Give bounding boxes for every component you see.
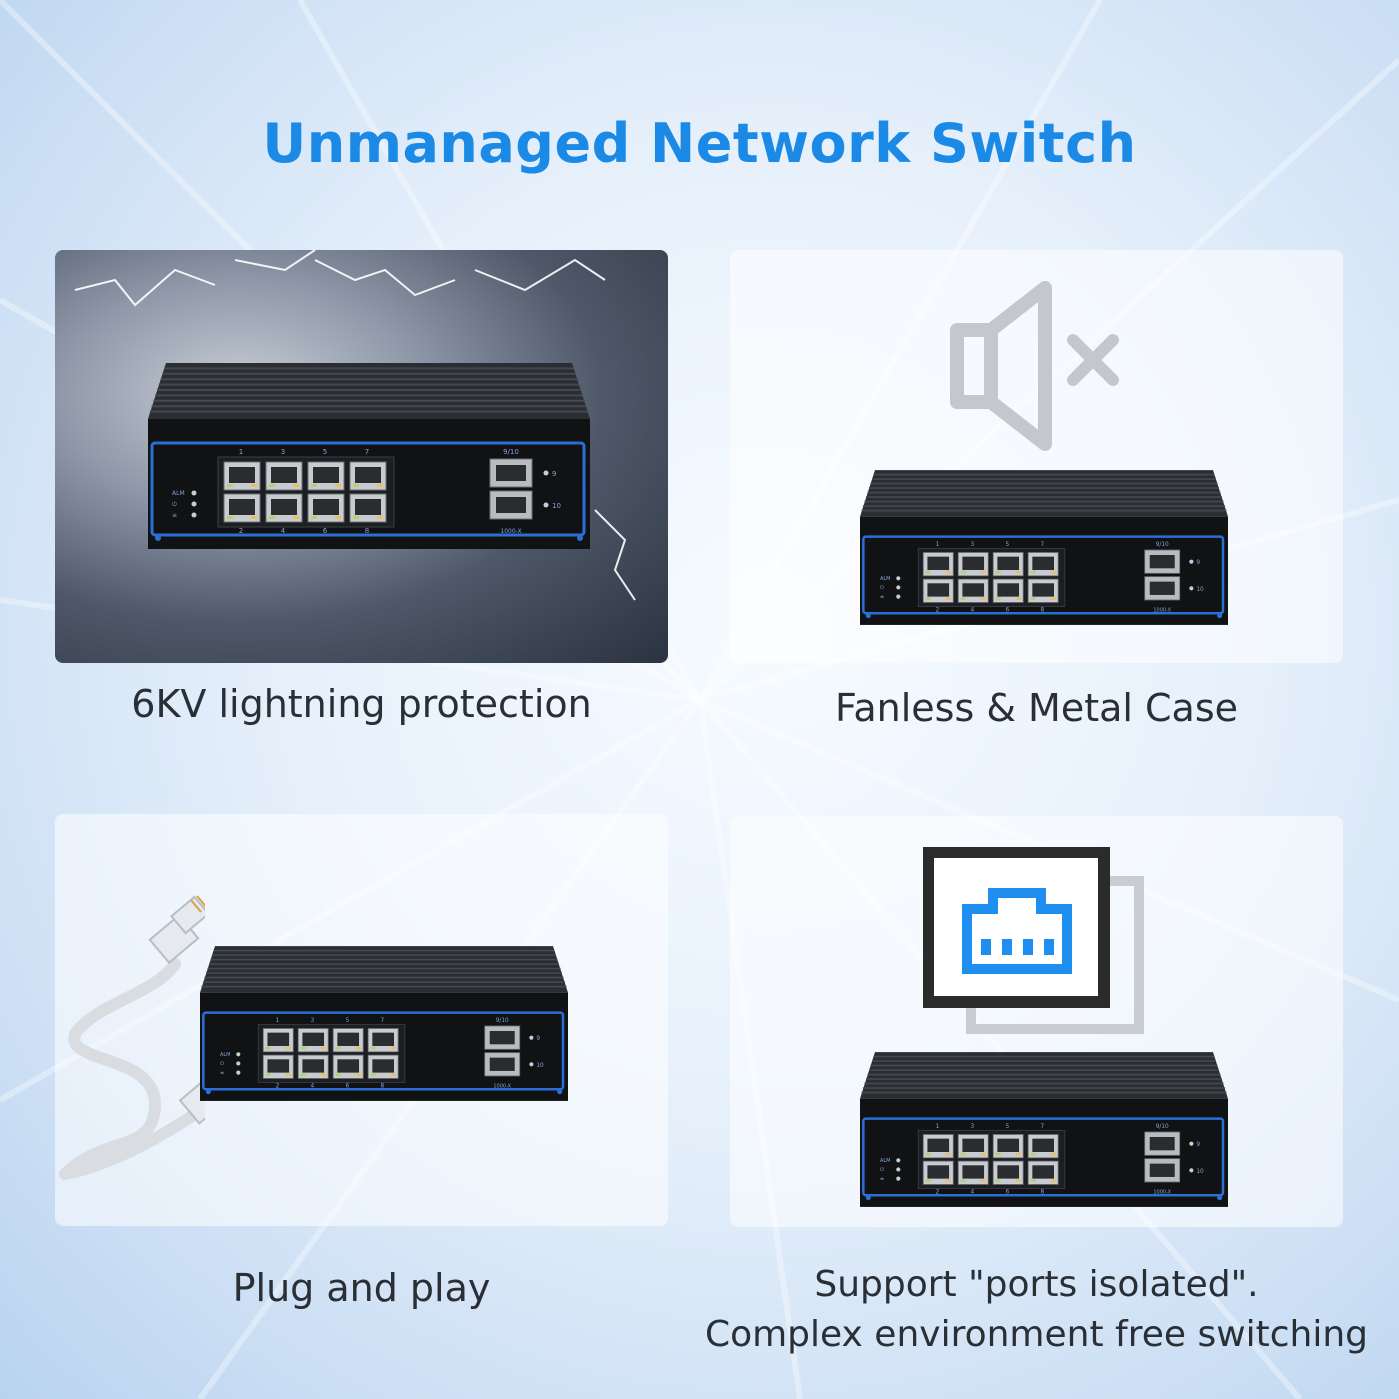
- feature-card-lightning: ALM ⏻ ≡ 1 2 3 4 5 6 7 8 9/10 9 10 1000-X: [55, 250, 668, 663]
- port-number-label: 1: [936, 542, 940, 548]
- feature-caption-plug-and-play: Plug and play: [232, 1266, 491, 1310]
- led-label: ALM: [172, 490, 185, 497]
- sfp-sub-label: 1000-X: [1153, 608, 1171, 614]
- port-number-label: 4: [971, 1190, 975, 1196]
- switch-image: ALM ⏻ ≡ 1 2 3 4 5 6 7 8 9/10 9 10 1000-X: [148, 363, 590, 549]
- sfp-port-number: 10: [1196, 587, 1204, 593]
- port-number-label: 5: [1006, 542, 1010, 548]
- port-number-label: 2: [936, 1190, 940, 1196]
- port-number-label: 1: [936, 1124, 940, 1130]
- led-label: ALM: [220, 1052, 231, 1058]
- port-number-label: 8: [1040, 608, 1044, 614]
- feature-caption-ports-isolated: Support "ports isolated". Complex enviro…: [690, 1260, 1383, 1360]
- led-label: ⏻: [880, 1167, 884, 1173]
- sfp-label: 9/10: [1156, 542, 1169, 548]
- led-label: ⏻: [220, 1061, 224, 1067]
- port-number-label: 6: [323, 527, 328, 535]
- port-number-label: 5: [346, 1018, 350, 1024]
- led-label: ≡: [880, 1176, 884, 1182]
- port-number-label: 4: [971, 608, 975, 614]
- feature-card-ports-isolated: ALM ⏻ ≡ 1 2 3 4 5 6 7 8 9/10 9 10 1000-X: [730, 816, 1343, 1227]
- port-number-label: 6: [346, 1084, 350, 1090]
- sfp-sub-label: 1000-X: [500, 528, 521, 535]
- port-number-label: 2: [936, 608, 940, 614]
- port-number-label: 7: [380, 1018, 384, 1024]
- port-number-label: 4: [281, 527, 286, 535]
- port-number-label: 2: [276, 1084, 280, 1090]
- feature-caption-lightning: 6KV lightning protection: [131, 682, 592, 726]
- port-number-label: 8: [1040, 1190, 1044, 1196]
- feature-caption-fanless: Fanless & Metal Case: [834, 686, 1239, 730]
- sfp-port-number: 10: [552, 502, 561, 510]
- sfp-port-number: 9: [552, 470, 556, 478]
- ethernet-cable-icon: [59, 895, 205, 1180]
- led-label: ≡: [172, 512, 177, 519]
- lightning-bolts-icon: [74, 250, 636, 601]
- sfp-port-number: 10: [1196, 1169, 1204, 1175]
- port-number-label: 4: [311, 1084, 315, 1090]
- page-title: Unmanaged Network Switch: [262, 112, 1137, 175]
- sfp-port-number: 9: [1196, 560, 1200, 566]
- led-label: ⏻: [172, 501, 177, 508]
- switch-image: ALM ⏻ ≡ 1 2 3 4 5 6 7 8 9/10 9 10 1000-X: [200, 946, 568, 1101]
- led-label: ALM: [880, 576, 891, 582]
- port-number-label: 3: [281, 448, 285, 456]
- mute-speaker-icon: [950, 281, 1119, 451]
- port-number-label: 1: [276, 1018, 280, 1024]
- port-number-label: 3: [971, 542, 975, 548]
- caption-line-1: Support "ports isolated".: [814, 1264, 1259, 1305]
- port-number-label: 6: [1006, 1190, 1010, 1196]
- sfp-label: 9/10: [503, 448, 519, 456]
- feature-card-fanless: ALM ⏻ ≡ 1 2 3 4 5 6 7 8 9/10 9 10 1000-X: [730, 250, 1343, 663]
- sfp-sub-label: 1000-X: [1153, 1190, 1171, 1196]
- port-number-label: 7: [1040, 542, 1044, 548]
- port-number-label: 5: [1006, 1124, 1010, 1130]
- port-number-label: 8: [365, 527, 369, 535]
- switch-image: ALM ⏻ ≡ 1 2 3 4 5 6 7 8 9/10 9 10 1000-X: [860, 470, 1228, 625]
- switch-image: ALM ⏻ ≡ 1 2 3 4 5 6 7 8 9/10 9 10 1000-X: [860, 1052, 1228, 1207]
- caption-line-2: Complex environment free switching: [704, 1314, 1369, 1355]
- led-label: ⏻: [880, 585, 884, 591]
- port-number-label: 5: [323, 448, 327, 456]
- port-number-label: 8: [380, 1084, 384, 1090]
- led-label: ≡: [880, 594, 884, 600]
- port-number-label: 3: [311, 1018, 315, 1024]
- led-label: ≡: [220, 1070, 224, 1076]
- feature-card-plug-and-play: ALM ⏻ ≡ 1 2 3 4 5 6 7 8 9/10 9 10 1000-X: [55, 814, 668, 1226]
- port-number-label: 3: [971, 1124, 975, 1130]
- port-number-label: 6: [1006, 608, 1010, 614]
- sfp-sub-label: 1000-X: [493, 1084, 511, 1090]
- sfp-port-number: 10: [536, 1063, 544, 1069]
- port-number-label: 2: [239, 527, 243, 535]
- port-number-label: 1: [239, 448, 243, 456]
- led-label: ALM: [880, 1158, 891, 1164]
- port-number-label: 7: [365, 448, 369, 456]
- sfp-port-number: 9: [536, 1036, 540, 1042]
- sfp-port-number: 9: [1196, 1142, 1200, 1148]
- sfp-label: 9/10: [496, 1018, 509, 1024]
- port-number-label: 7: [1040, 1124, 1044, 1130]
- ethernet-port-icon: [923, 847, 1144, 1034]
- sfp-label: 9/10: [1156, 1124, 1169, 1130]
